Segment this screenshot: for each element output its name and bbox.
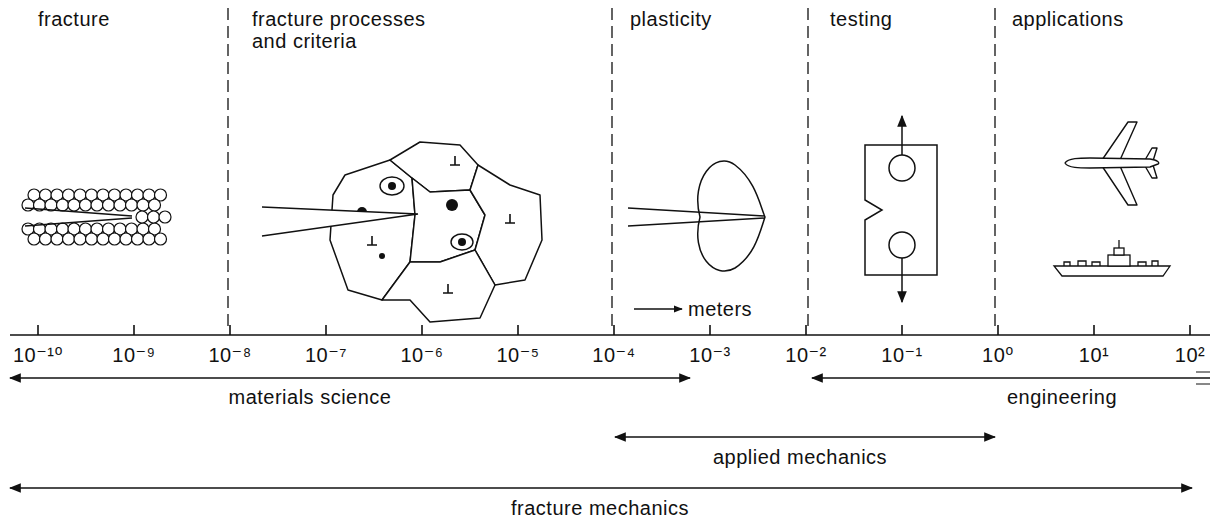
atom [114, 199, 126, 211]
atom [159, 211, 171, 223]
axis-tick [325, 325, 327, 335]
atom [136, 211, 148, 223]
axis-tick [805, 325, 807, 335]
atom [80, 199, 92, 211]
plastic-zone [628, 161, 765, 271]
range-label: engineering [1007, 386, 1117, 408]
atom [63, 233, 75, 245]
atom [40, 233, 52, 245]
tick-label: 10⁻² [785, 344, 826, 366]
axis-tick [421, 325, 423, 335]
atom [109, 233, 121, 245]
range-label: applied mechanics [713, 446, 887, 468]
atom [51, 233, 63, 245]
tick-label: 10⁻⁵ [496, 344, 539, 366]
atom [155, 233, 167, 245]
range-arrow [10, 372, 1210, 488]
tick-label: 10¹ [1079, 344, 1109, 366]
tick-label: 10⁻¹⁰ [13, 344, 63, 366]
tick-label: 10⁻³ [689, 344, 730, 366]
grain-structure [330, 142, 542, 322]
axis-tick [229, 325, 231, 335]
tick-label: 10⁻⁷ [305, 344, 347, 366]
atom [148, 211, 160, 223]
atom [97, 233, 109, 245]
atom [68, 199, 80, 211]
ship [1054, 240, 1170, 276]
tick-label: 10² [1175, 344, 1205, 366]
section-heading: plasticity [630, 8, 712, 30]
axis-tick [1189, 325, 1191, 335]
section-heading: testing [830, 8, 892, 30]
range-label: fracture mechanics [511, 497, 689, 519]
atom [126, 199, 138, 211]
atomic-crack [25, 208, 132, 226]
axis-tick [1093, 325, 1095, 335]
atom [120, 233, 132, 245]
atom [74, 233, 86, 245]
axis-tick [709, 325, 711, 335]
tick-label: 10⁰ [982, 344, 1014, 366]
tick-label: 10⁻¹ [881, 344, 922, 366]
dislocation-symbol [367, 156, 515, 293]
atom [103, 199, 115, 211]
axis-tick [901, 325, 903, 335]
axis-tick [517, 325, 519, 335]
unit-label: meters [688, 298, 752, 320]
unit-arrow [634, 308, 682, 309]
axis-tick [613, 325, 615, 335]
section-divider [228, 8, 995, 330]
axis-tick [37, 325, 39, 335]
atom [132, 233, 144, 245]
tick-label: 10⁻⁶ [400, 344, 443, 366]
atom [86, 233, 98, 245]
atom [143, 233, 155, 245]
section-heading: fracture processes and criteria [252, 8, 437, 52]
range-label: materials science [228, 386, 391, 408]
aircraft [1065, 122, 1159, 205]
axis-tick [997, 325, 999, 335]
tick-label: 10⁻⁴ [592, 344, 635, 366]
tick-label: 10⁻⁹ [112, 344, 155, 366]
atom [137, 199, 149, 211]
atom [28, 233, 40, 245]
grain-crack [262, 207, 418, 236]
scale-axis [10, 325, 1210, 335]
atom-lattice [22, 189, 171, 245]
atom [149, 199, 161, 211]
axis-tick [133, 325, 135, 335]
tick-label: 10⁻⁸ [208, 344, 251, 366]
section-heading: fracture [38, 8, 110, 30]
test-specimen [865, 116, 937, 302]
atom [91, 199, 103, 211]
section-heading: applications [1012, 8, 1124, 30]
atom [57, 199, 69, 211]
